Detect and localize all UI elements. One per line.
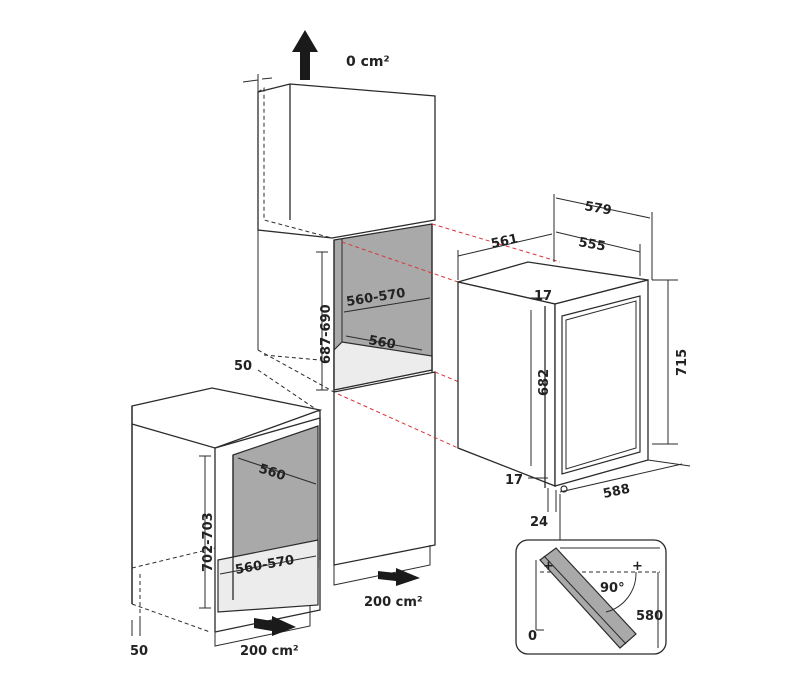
unit-depth-total: 579 [583, 199, 612, 218]
tall-niche-height: 687-690 [319, 304, 334, 364]
gap-50-bottom: 50 [130, 644, 148, 659]
hinge-zero: 0 [528, 629, 537, 644]
tall-cabinet-top [257, 83, 436, 239]
unit-height-body: 682 [537, 369, 552, 396]
low-niche-shelf [217, 539, 319, 613]
bottom-vent-label-right: 200 cm² [364, 595, 423, 610]
svg-text:+: + [632, 559, 643, 574]
unit-height-total: 715 [675, 349, 690, 376]
gap-50-mid: 50 [234, 359, 252, 374]
tall-niche-depth: 560 [367, 333, 396, 352]
align-line-top [431, 223, 561, 263]
bottom-vent-arrow-left [254, 616, 296, 636]
bottom-offset: 17 [505, 473, 523, 488]
top-vent-label: 0 cm² [346, 54, 390, 70]
hinge-angle: 90° [600, 581, 625, 596]
tall-cabinet-bottom [333, 371, 436, 566]
hinge-clearance: 580 [636, 609, 663, 624]
base-cabinet [131, 387, 323, 647]
bottom-vent-arrow-right [378, 568, 420, 586]
bottom-vent-label-left: 200 cm² [240, 644, 299, 659]
tall-cabinet [242, 74, 436, 586]
unit-depth-body: 555 [577, 235, 606, 254]
top-vent-arrow [292, 30, 318, 80]
unit-width: 561 [490, 232, 520, 252]
door-swing-panel [539, 547, 637, 649]
arrow-up-icon [292, 30, 318, 80]
top-offset: 17 [534, 289, 552, 304]
svg-text:+: + [543, 559, 554, 574]
wine-cooler [457, 261, 649, 493]
door-depth-total: 588 [602, 482, 632, 502]
hinge-detail-inset: + + 90° 580 0 [515, 539, 667, 655]
cooler-door [554, 279, 649, 487]
low-niche-height: 702-703 [201, 512, 216, 572]
door-offset: 24 [530, 515, 548, 530]
